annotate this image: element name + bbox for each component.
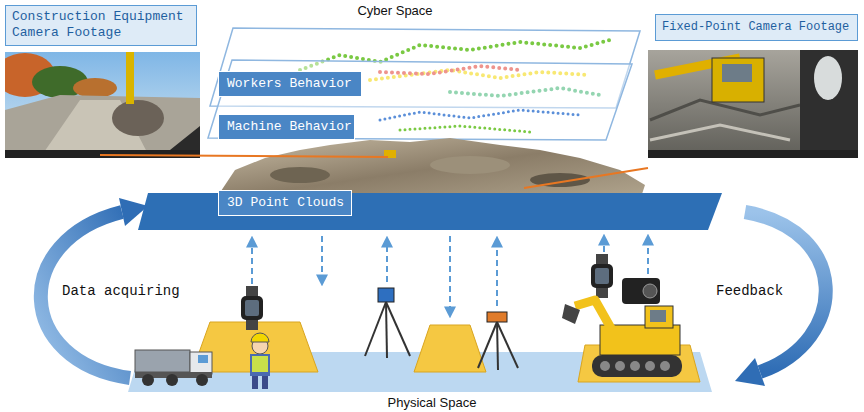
- laser-scanner-part: [497, 322, 518, 368]
- region-label: Physical Space: [388, 395, 477, 410]
- data-flow-arrow-part: [321, 236, 323, 284]
- worker-figure-part: [252, 356, 268, 372]
- smartwatch-part: [241, 296, 263, 320]
- laser-scanner-part: [365, 302, 386, 356]
- equipment-camera-photo-part: [73, 78, 117, 98]
- cycle-arrow-part: [119, 198, 148, 226]
- dump-truck-part: [166, 374, 178, 386]
- machine-behavior-plane-part: [400, 126, 530, 132]
- laser-scanner-part: [478, 322, 497, 368]
- cycle-arrow: [41, 198, 826, 386]
- data-flow-arrow-part: [496, 238, 498, 306]
- dump-truck-part: [196, 374, 208, 386]
- node-text: 3D Point Clouds: [227, 195, 344, 210]
- data-flow-arrow-part: [449, 236, 451, 316]
- cycle-label: Feedback: [716, 283, 783, 299]
- data-flow-arrow-part: [647, 236, 649, 274]
- smartwatch: [241, 254, 613, 330]
- excavator-part: [575, 300, 612, 330]
- equipment-camera-photo-part: [126, 52, 134, 104]
- excavator-part: [645, 306, 673, 328]
- smartwatch-part: [246, 286, 258, 330]
- worker-figure: [250, 333, 270, 389]
- data-flow-arrow-part: [386, 238, 388, 282]
- laser-scanner-part: [487, 312, 507, 322]
- dump-truck-part: [135, 350, 190, 372]
- equipment-camera-photo-part: [5, 150, 200, 158]
- equipment-camera-photo: [5, 52, 200, 158]
- excavator-part: [630, 361, 640, 371]
- cycle-label: Data acquiring: [62, 283, 180, 299]
- laser-scanner: [365, 288, 518, 370]
- data-flow-arrow: [252, 236, 648, 316]
- node-text: Machine Behavior: [227, 119, 352, 134]
- soil-mound: [192, 322, 700, 382]
- layer-label: 3D Point Clouds: [218, 190, 352, 216]
- equipment-camera-photo-part: [5, 95, 200, 158]
- smartwatch-part: [245, 300, 259, 316]
- fixed-camera-photo-part: [722, 64, 752, 82]
- cycle-arrow-part: [735, 358, 765, 386]
- excavator-part: [645, 361, 655, 371]
- laser-scanner-part: [386, 302, 410, 356]
- point-cloud-part: [430, 156, 510, 174]
- fixed-camera-photo-part: [648, 150, 858, 158]
- dump-truck-part: [190, 352, 212, 374]
- footage-header: Construction Equipment Camera Footage: [5, 5, 197, 46]
- layer-label: Workers Behavior: [218, 71, 362, 97]
- laser-scanner-part: [378, 288, 394, 302]
- worker-figure-part: [252, 376, 258, 389]
- worker-figure-part: [262, 376, 268, 389]
- leader-line-part: [100, 155, 388, 157]
- action-camera-part: [643, 284, 657, 298]
- point-cloud-part: [270, 167, 330, 183]
- region-label: Cyber Space: [357, 3, 432, 18]
- fixed-camera-photo-part: [650, 100, 800, 120]
- worker-figure-part: [251, 333, 269, 342]
- machine-behavior-plane: [208, 60, 632, 140]
- fixed-camera-photo: [648, 50, 858, 158]
- leader-line-part: [524, 168, 648, 188]
- excavator-part: [592, 355, 682, 377]
- smartwatch-part: [591, 264, 613, 288]
- machine-behavior-plane-part: [208, 60, 632, 140]
- laser-scanner-part: [386, 302, 387, 358]
- excavator: [562, 300, 682, 377]
- dump-truck: [135, 350, 212, 386]
- excavator-part: [562, 304, 580, 324]
- smartwatch-part: [595, 268, 609, 284]
- dump-truck-part: [198, 355, 208, 363]
- fixed-camera-photo-part: [814, 56, 842, 100]
- data-flow-arrow-part: [251, 238, 253, 284]
- excavator-part: [650, 310, 666, 322]
- dump-truck-part: [142, 374, 154, 386]
- machine-behavior-plane-part: [380, 110, 580, 120]
- fixed-camera-photo-part: [648, 50, 858, 158]
- laser-scanner-part: [497, 322, 498, 370]
- layer-label: Machine Behavior: [218, 114, 355, 140]
- node-text: Construction Equipment Camera Footage: [12, 9, 184, 40]
- leader-line: [100, 155, 648, 188]
- equipment-camera-photo-part: [112, 100, 164, 136]
- fixed-camera-photo-part: [712, 58, 764, 102]
- soil-mound-part: [414, 325, 486, 372]
- excavator-part: [660, 361, 670, 371]
- excavator-part: [600, 361, 610, 371]
- data-flow-arrow-part: [603, 236, 605, 252]
- action-camera: [622, 278, 660, 304]
- fixed-camera-photo-part: [650, 125, 790, 140]
- worker-figure-part: [250, 354, 270, 376]
- footage-header: Fixed-Point Camera Footage: [655, 14, 858, 41]
- excavator-part: [615, 361, 625, 371]
- node-text: Fixed-Point Camera Footage: [662, 20, 849, 34]
- fixed-camera-photo-part: [800, 50, 858, 158]
- node-text: Workers Behavior: [227, 76, 352, 91]
- smartwatch-part: [596, 254, 608, 298]
- action-camera-part: [622, 278, 660, 304]
